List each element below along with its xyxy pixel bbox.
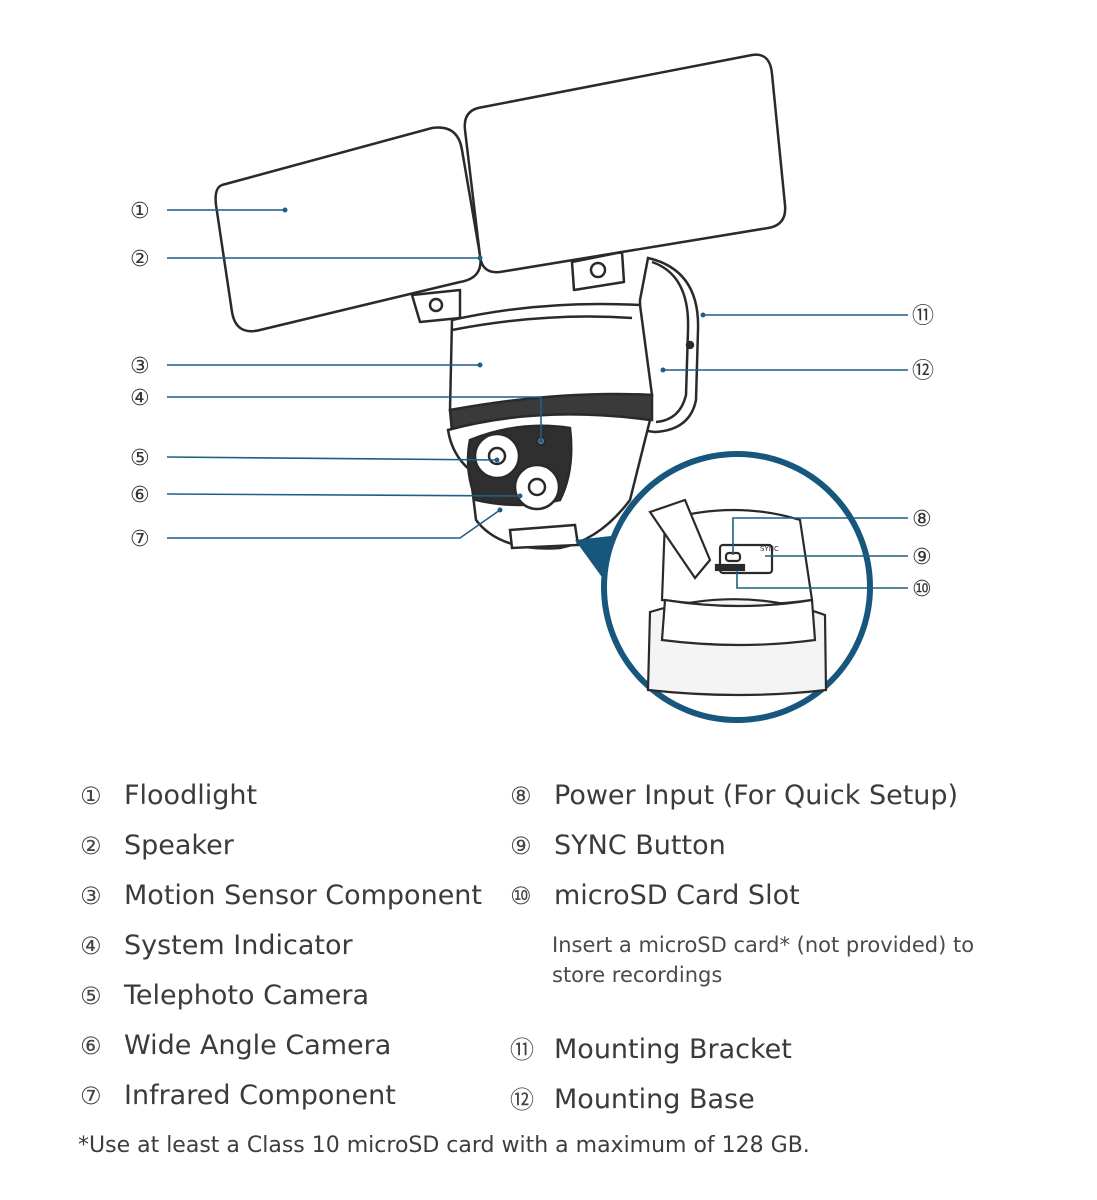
legend-item: ② Speaker bbox=[80, 830, 234, 861]
callout-5: ⑤ bbox=[130, 446, 150, 471]
legend-label: Mounting Bracket bbox=[554, 1034, 792, 1065]
legend-number: ⑧ bbox=[510, 782, 532, 810]
leader-dots bbox=[282, 207, 706, 513]
legend-number: ⑥ bbox=[80, 1032, 102, 1060]
legend-number: ⑩ bbox=[510, 882, 532, 910]
mounting-bracket bbox=[638, 256, 700, 434]
legend-number: ⑨ bbox=[510, 832, 532, 860]
legend-number: ④ bbox=[80, 932, 102, 960]
footnote: *Use at least a Class 10 microSD card wi… bbox=[78, 1133, 810, 1158]
legend-label: microSD Card Slot bbox=[554, 880, 800, 911]
legend-label: Motion Sensor Component bbox=[124, 880, 483, 911]
callout-2: ② bbox=[130, 247, 150, 272]
legend-item: ⑨ SYNC Button bbox=[510, 830, 726, 861]
legend-item: ① Floodlight bbox=[80, 780, 257, 811]
legend-number: ⑪ bbox=[510, 1036, 534, 1064]
floodlight-right bbox=[463, 53, 787, 292]
motion-sensor-body bbox=[448, 302, 654, 434]
callout-3: ③ bbox=[130, 354, 150, 379]
legend-number: ⑤ bbox=[80, 982, 102, 1010]
legend-label: Telephoto Camera bbox=[124, 980, 370, 1011]
floodlight-left bbox=[214, 126, 482, 333]
callout-10: ⑩ bbox=[912, 577, 932, 602]
legend-number: ⑫ bbox=[510, 1086, 534, 1114]
legend-item: ⑪ Mounting Bracket bbox=[510, 1030, 792, 1065]
legend-item: ⑩ microSD Card Slot bbox=[510, 880, 800, 911]
callout-1: ① bbox=[130, 199, 150, 224]
legend-label: Wide Angle Camera bbox=[124, 1030, 392, 1061]
legend-item: ④ System Indicator bbox=[80, 930, 353, 961]
legend-label: Speaker bbox=[124, 830, 234, 861]
legend-label: System Indicator bbox=[124, 930, 353, 961]
callout-numbers: ① ② ③ ④ ⑤ ⑥ ⑦ ⑧ ⑨ ⑩ ⑪ ⑫ bbox=[130, 199, 934, 602]
callout-7: ⑦ bbox=[130, 527, 150, 552]
legend-item: ⑥ Wide Angle Camera bbox=[80, 1030, 391, 1061]
legend-label: Infrared Component bbox=[124, 1080, 396, 1111]
callout-11: ⑪ bbox=[912, 304, 934, 329]
callout-4: ④ bbox=[130, 386, 150, 411]
callout-6: ⑥ bbox=[130, 483, 150, 508]
callout-9: ⑨ bbox=[912, 545, 932, 570]
camera-head bbox=[446, 413, 652, 550]
legend-number: ③ bbox=[80, 882, 102, 910]
microsd-note: Insert a microSD card* (not provided) to… bbox=[552, 933, 975, 987]
legend-item: ⑦ Infrared Component bbox=[80, 1080, 396, 1111]
inset-sync-text: SYNC bbox=[760, 545, 779, 553]
legend-label: SYNC Button bbox=[554, 830, 726, 861]
parts-legend: ① Floodlight ② Speaker ③ Motion Sensor C… bbox=[0, 775, 1097, 1135]
callout-12: ⑫ bbox=[912, 359, 934, 384]
legend-number: ⑦ bbox=[80, 1082, 102, 1110]
legend-item: ③ Motion Sensor Component bbox=[80, 880, 482, 911]
legend-item: ⑫ Mounting Base bbox=[510, 1080, 755, 1115]
legend-number: ② bbox=[80, 832, 102, 860]
legend-label: Mounting Base bbox=[554, 1084, 755, 1115]
legend-item: ⑤ Telephoto Camera bbox=[80, 980, 369, 1011]
product-diagram: SYNC ① ② ③ ④ ⑤ ⑥ ⑦ ⑧ ⑨ ⑩ ⑪ ⑫ bbox=[130, 53, 934, 723]
legend-number: ① bbox=[80, 782, 102, 810]
callout-8: ⑧ bbox=[912, 507, 932, 532]
leader-lines bbox=[166, 209, 908, 589]
legend-label: Floodlight bbox=[124, 780, 258, 811]
legend-item: ⑧ Power Input (For Quick Setup) bbox=[510, 780, 958, 811]
legend-label: Power Input (For Quick Setup) bbox=[554, 780, 959, 811]
